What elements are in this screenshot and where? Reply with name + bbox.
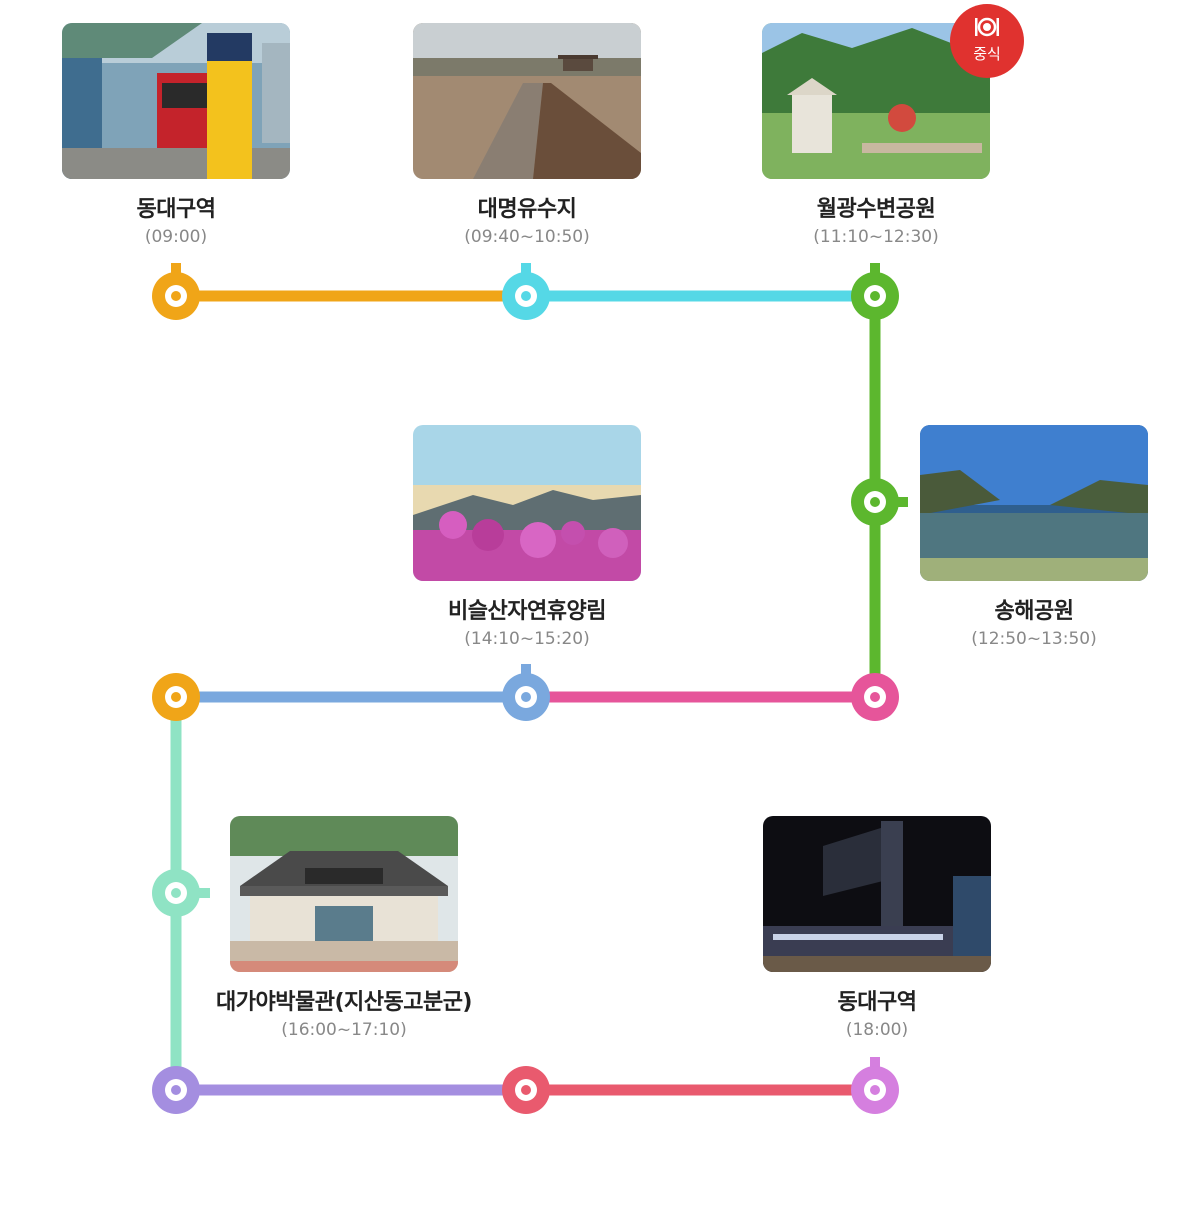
station-node xyxy=(851,673,899,721)
station-node xyxy=(152,1066,200,1114)
station-node xyxy=(502,263,550,320)
station-node xyxy=(502,664,550,721)
stop-name: 동대구역 xyxy=(136,197,216,222)
stop-name: 월광수변공원 xyxy=(816,197,936,222)
dish-cutlery-icon xyxy=(950,16,1024,43)
stop-time: (18:00) xyxy=(845,1020,909,1040)
stop-daemyeong: 대명유수지 (09:40~10:50) xyxy=(413,23,641,247)
stop-name: 송해공원 xyxy=(994,599,1074,624)
stop-dongdaegu-start: 동대구역 (09:00) xyxy=(62,23,290,247)
stop-time: (09:40~10:50) xyxy=(464,227,590,247)
stop-wolgwang: 월광수변공원 (11:10~12:30) xyxy=(762,23,990,247)
stop-time: (11:10~12:30) xyxy=(813,227,939,247)
station-night-photo xyxy=(763,816,991,972)
azalea-mountain-photo xyxy=(413,425,641,581)
stop-time: (09:00) xyxy=(144,227,208,247)
lunch-badge: 중식 xyxy=(950,4,1024,78)
station-node xyxy=(851,478,908,526)
stop-daegaya: 대가야박물관(지산동고분군) (16:00~17:10) xyxy=(164,816,524,1040)
station-node xyxy=(502,1066,550,1114)
waterside-park-photo xyxy=(762,23,990,179)
stop-time: (16:00~17:10) xyxy=(281,1020,407,1040)
stop-time: (14:10~15:20) xyxy=(464,629,590,649)
lake-park-photo xyxy=(920,425,1148,581)
station-node xyxy=(152,263,200,320)
stop-name: 동대구역 xyxy=(837,990,917,1015)
stop-time: (12:50~13:50) xyxy=(971,629,1097,649)
stop-biseulsan: 비슬산자연휴양림 (14:10~15:20) xyxy=(413,425,641,649)
stop-dongdaegu-end: 동대구역 (18:00) xyxy=(763,816,991,1040)
stop-name: 비슬산자연휴양림 xyxy=(448,599,606,624)
station-node xyxy=(851,263,899,320)
stop-songhae: 송해공원 (12:50~13:50) xyxy=(920,425,1148,649)
station-node xyxy=(152,869,210,917)
lunch-label: 중식 xyxy=(973,45,1001,63)
stop-name: 대명유수지 xyxy=(477,197,577,222)
station-node xyxy=(152,673,200,721)
bus-station-photo xyxy=(62,23,290,179)
station-node xyxy=(851,1057,899,1114)
stop-name: 대가야박물관(지산동고분군) xyxy=(216,990,473,1015)
museum-gate-photo xyxy=(230,816,458,972)
wetland-boardwalk-photo xyxy=(413,23,641,179)
